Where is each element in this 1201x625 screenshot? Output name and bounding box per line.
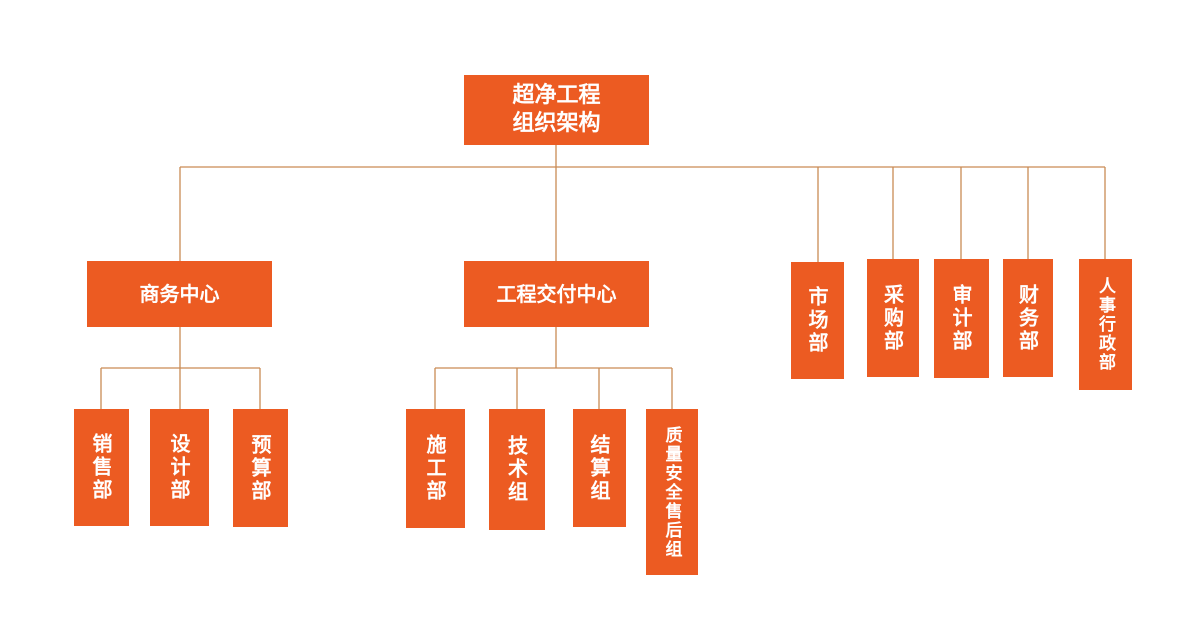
quality-group-node: 质量安全售后组 — [646, 409, 698, 575]
design-dept-node: 设计部 — [150, 409, 209, 526]
purchase-dept-label: 采购部 — [880, 283, 905, 353]
business-center-label: 商务中心 — [139, 282, 220, 306]
market-dept-label: 市场部 — [805, 286, 829, 355]
delivery-center-node: 工程交付中心 — [464, 261, 649, 327]
design-dept-label: 设计部 — [167, 433, 191, 502]
tech-group-label: 技术组 — [504, 435, 529, 504]
purchase-dept-node: 采购部 — [867, 259, 919, 377]
budget-dept-label: 预算部 — [248, 433, 272, 503]
hr-admin-dept-node: 人事行政部 — [1079, 259, 1132, 390]
construction-dept-node: 施工部 — [406, 409, 465, 528]
business-center-node: 商务中心 — [87, 261, 272, 327]
audit-dept-label: 审计部 — [949, 284, 973, 353]
settlement-group-node: 结算组 — [573, 409, 626, 527]
hr-admin-dept-label: 人事行政部 — [1095, 277, 1115, 372]
quality-group-label: 质量安全售后组 — [661, 425, 682, 559]
budget-dept-node: 预算部 — [233, 409, 288, 527]
tech-group-node: 技术组 — [489, 409, 545, 530]
construction-dept-label: 施工部 — [423, 434, 447, 503]
root-node: 超净工程 组织架构 — [464, 75, 649, 145]
root-title-line1: 超净工程 — [512, 83, 601, 108]
market-dept-node: 市场部 — [791, 262, 844, 379]
delivery-center-label: 工程交付中心 — [496, 282, 617, 306]
settlement-group-label: 结算组 — [587, 433, 611, 503]
sales-dept-node: 销售部 — [74, 409, 129, 526]
finance-dept-node: 财务部 — [1003, 259, 1053, 377]
sales-dept-label: 销售部 — [89, 433, 113, 502]
root-title-line2: 组织架构 — [512, 111, 601, 136]
finance-dept-label: 财务部 — [1015, 283, 1040, 353]
audit-dept-node: 审计部 — [934, 259, 989, 378]
